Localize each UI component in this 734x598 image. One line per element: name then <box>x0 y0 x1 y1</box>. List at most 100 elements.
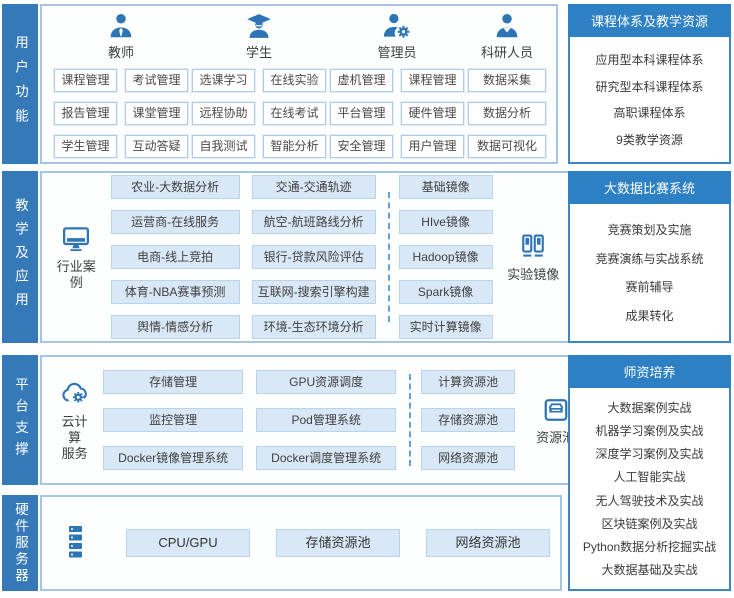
researcher-icon <box>492 11 522 41</box>
section-title: 教学及应用 <box>13 198 28 316</box>
panel-header: 师资培养 <box>568 355 731 388</box>
case-box: 航空-航班路线分析 <box>251 210 376 234</box>
case-box: 农业-大数据分析 <box>110 175 240 199</box>
service-box: Pod管理系统 <box>256 408 397 432</box>
pool-box: 网络资源池 <box>421 446 516 470</box>
feature-box: 数据分析 <box>467 100 547 126</box>
image-box: 基础镜像 <box>398 175 493 199</box>
list-item: 竞赛演练与实战系统 <box>595 251 704 266</box>
list-item: 机器学习案例及实战 <box>595 424 704 439</box>
hardware-box: 存储资源池 <box>276 529 400 557</box>
industry-cases-label: 行业案例 <box>54 224 99 291</box>
hardware-box: 网络资源池 <box>426 529 550 557</box>
section-label-bar: 平台支撑 <box>2 355 38 485</box>
student-buttons: 选课学习 在线实验 远程协助 在线考试 自我测试 智能分析 <box>191 67 327 159</box>
list-item: 大数据基础及实战 <box>601 562 698 577</box>
platform-panel: 云计算服务 存储管理 监控管理 Docker镜像管理系统 GPU资源调度 Pod… <box>40 355 598 485</box>
feature-box: 远程协助 <box>191 100 256 126</box>
student-icon <box>244 11 274 41</box>
section-title: 用户功能 <box>13 35 28 133</box>
group-student: 学生 选课学习 在线实验 远程协助 在线考试 自我测试 智能分析 <box>191 11 327 159</box>
feature-box: 报告管理 <box>53 100 118 126</box>
group-admin: 管理员 虚机管理 课程管理 平台管理 硬件管理 安全管理 用户管理 <box>329 11 465 159</box>
server-rack-icon <box>64 523 88 563</box>
service-box: 存储管理 <box>103 370 244 394</box>
feature-box: 智能分析 <box>262 133 327 159</box>
containers-icon <box>516 232 550 262</box>
label-text: 云计算服务 <box>61 413 88 461</box>
industry-cases-column-2: 交通-交通轨迹 航空-航班路线分析 银行-贷款风险评估 互联网-搜索引擎构建 环… <box>251 175 376 339</box>
experiment-images-label: 实验镜像 <box>502 232 565 283</box>
industry-cases-column-1: 农业-大数据分析 运营商-在线服务 电商-线上竞拍 体育-NBA赛事预测 舆情-… <box>110 175 240 339</box>
label-text: 行业案例 <box>56 258 96 290</box>
case-box: 互联网-搜索引擎构建 <box>251 280 376 304</box>
list-item: 应用型本科课程体系 <box>595 53 704 68</box>
list-item: 成果转化 <box>625 309 674 324</box>
feature-box: 考试管理 <box>124 67 189 93</box>
feature-box: 平台管理 <box>329 100 394 126</box>
admin-buttons: 虚机管理 课程管理 平台管理 硬件管理 安全管理 用户管理 <box>329 67 465 159</box>
service-box: 监控管理 <box>103 408 244 432</box>
section-hardware-servers: 硬件服务器 CPU/GPU 存储资源池 网络资源池 <box>2 495 562 591</box>
resource-pool-label: 资源池 <box>523 395 588 446</box>
panel-body: 大数据案例实战 机器学习案例及实战 深度学习案例及实战 人工智能实战 无人驾驶技… <box>568 388 731 591</box>
case-box: 环境-生态环境分析 <box>251 315 376 339</box>
list-item: 区块链案例及实战 <box>601 516 698 531</box>
section-user-functions: 用户功能 教师 课程管理 考试管理 报告管理 课堂管理 学生管理 互动答疑 <box>2 4 558 164</box>
group-name: 教师 <box>107 44 134 60</box>
group-teacher: 教师 课程管理 考试管理 报告管理 课堂管理 学生管理 互动答疑 <box>53 11 189 159</box>
feature-box: 虚机管理 <box>329 67 394 93</box>
section-label-bar: 教学及应用 <box>2 171 38 343</box>
image-box: HIve镜像 <box>398 210 493 234</box>
feature-box: 安全管理 <box>329 133 394 159</box>
resource-pools-column: 计算资源池 存储资源池 网络资源池 <box>421 370 516 470</box>
sidebar-panel-teacher-training: 师资培养 大数据案例实战 机器学习案例及实战 深度学习案例及实战 人工智能实战 … <box>568 355 731 591</box>
list-item: 深度学习案例及实战 <box>595 447 704 462</box>
dashed-divider <box>387 192 390 322</box>
teaching-panel: 行业案例 农业-大数据分析 运营商-在线服务 电商-线上竞拍 体育-NBA赛事预… <box>40 171 575 343</box>
panel-header: 课程体系及教学资源 <box>568 4 731 37</box>
feature-box: 学生管理 <box>53 133 118 159</box>
cloud-services-column-1: 存储管理 监控管理 Docker镜像管理系统 <box>103 370 244 470</box>
sidebar-panel-curriculum: 课程体系及教学资源 应用型本科课程体系 研究型本科课程体系 高职课程体系 9类教… <box>568 4 731 164</box>
researcher-buttons: 数据采集 数据分析 数据可视化 <box>467 67 547 159</box>
group-name: 管理员 <box>377 44 417 60</box>
image-box: Spark镜像 <box>398 280 493 304</box>
list-item: 竞赛策划及实施 <box>607 222 692 237</box>
user-functions-panel: 教师 课程管理 考试管理 报告管理 课堂管理 学生管理 互动答疑 学生 选课学习 <box>40 4 558 164</box>
hardware-box: CPU/GPU <box>126 529 250 557</box>
feature-box: 数据采集 <box>467 67 547 93</box>
list-item: 研究型本科课程体系 <box>595 79 704 94</box>
list-item: 9类教学资源 <box>616 132 683 147</box>
feature-box: 在线实验 <box>262 67 327 93</box>
list-item: 人工智能实战 <box>613 470 686 485</box>
case-box: 舆情-情感分析 <box>110 315 240 339</box>
feature-box: 自我测试 <box>191 133 256 159</box>
case-box: 体育-NBA赛事预测 <box>110 280 240 304</box>
admin-icon <box>382 11 412 41</box>
case-box: 银行-贷款风险评估 <box>251 245 376 269</box>
monitor-icon <box>59 224 93 254</box>
section-label-bar: 硬件服务器 <box>2 495 38 591</box>
panel-header: 大数据比赛系统 <box>568 171 731 204</box>
teacher-icon <box>106 11 136 41</box>
service-box: GPU资源调度 <box>256 370 397 394</box>
feature-box: 课程管理 <box>53 67 118 93</box>
hardware-panel: CPU/GPU 存储资源池 网络资源池 <box>40 495 562 591</box>
group-researcher: 科研人员 数据采集 数据分析 数据可视化 <box>467 11 547 159</box>
cloud-service-label: 云计算服务 <box>56 379 93 462</box>
feature-box: 选课学习 <box>191 67 256 93</box>
list-item: 赛前辅导 <box>625 280 674 295</box>
dashed-divider <box>409 374 412 466</box>
feature-box: 用户管理 <box>400 133 465 159</box>
image-box: 实时计算镜像 <box>398 315 493 339</box>
panel-body: 竞赛策划及实施 竞赛演练与实战系统 赛前辅导 成果转化 <box>568 204 731 343</box>
sidebar-panel-competition: 大数据比赛系统 竞赛策划及实施 竞赛演练与实战系统 赛前辅导 成果转化 <box>568 171 731 343</box>
list-item: 无人驾驶技术及实战 <box>595 493 704 508</box>
teacher-buttons: 课程管理 考试管理 报告管理 课堂管理 学生管理 互动答疑 <box>53 67 189 159</box>
case-box: 电商-线上竞拍 <box>110 245 240 269</box>
case-box: 运营商-在线服务 <box>110 210 240 234</box>
service-box: Docker调度管理系统 <box>256 446 397 470</box>
feature-box: 互动答疑 <box>124 133 189 159</box>
